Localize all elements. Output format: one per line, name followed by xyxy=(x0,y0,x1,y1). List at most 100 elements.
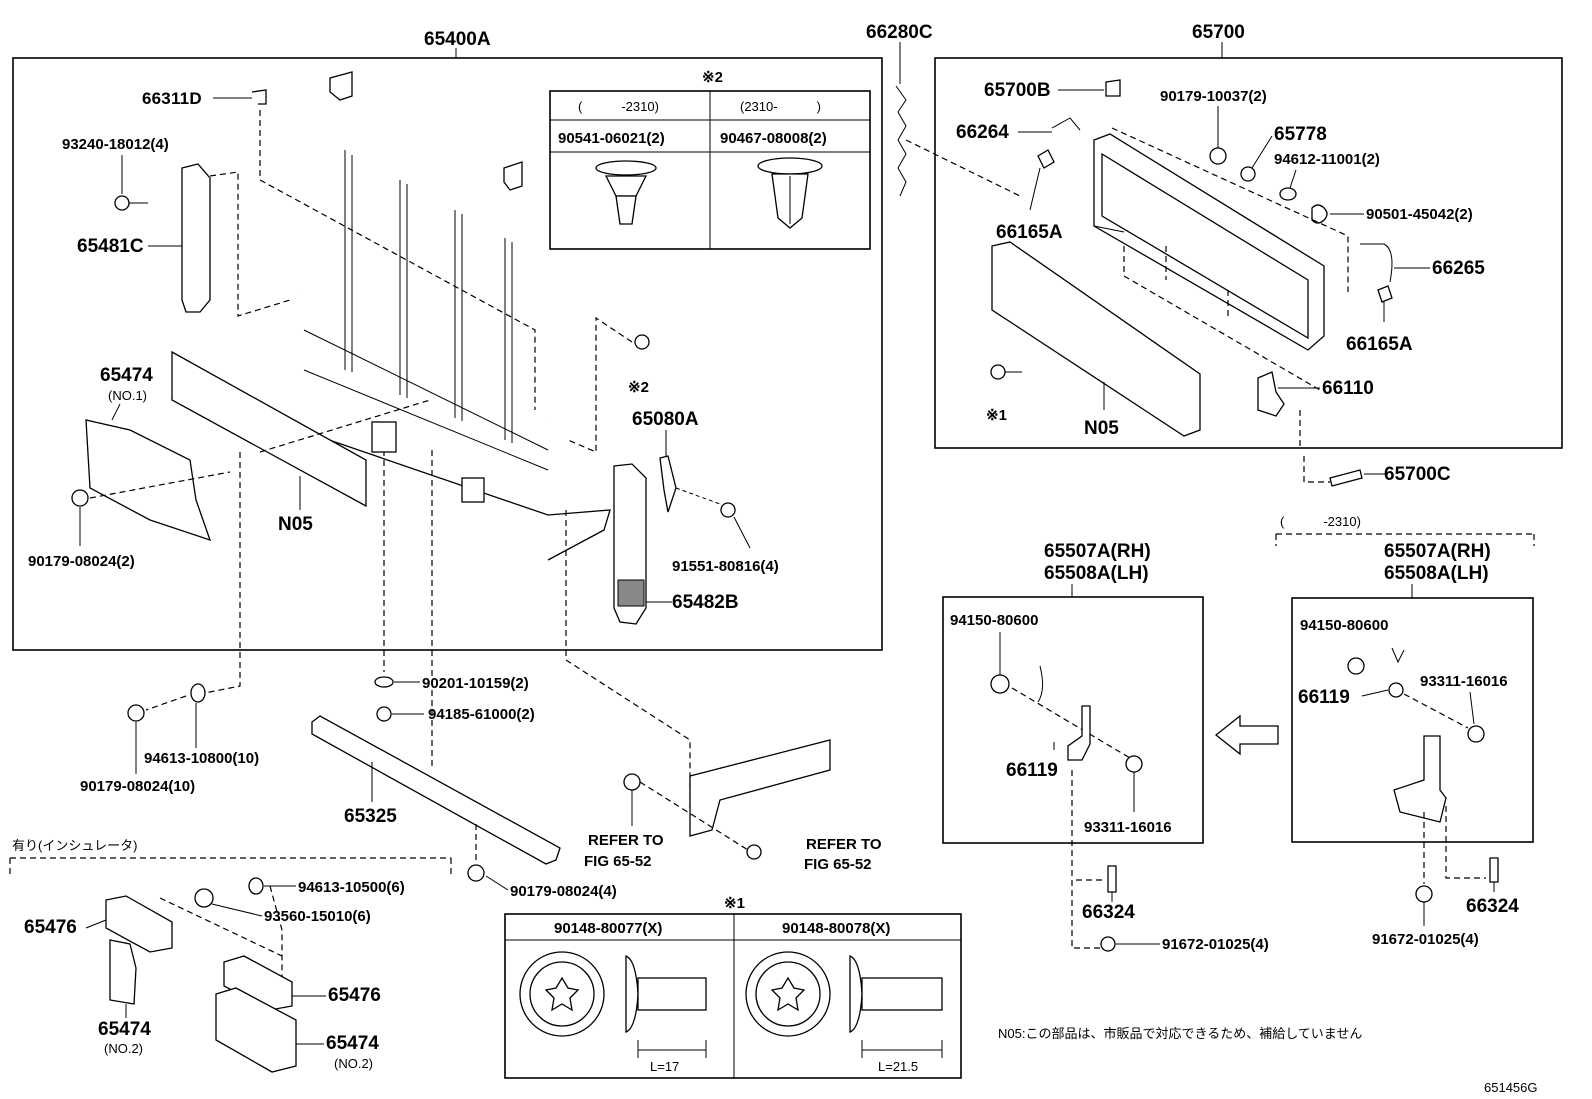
label-90179-10037: 90179-10037(2) xyxy=(1160,88,1267,105)
label-insulator-title: 有り(インシュレータ) xyxy=(12,838,137,853)
panel-n05-left-icon xyxy=(171,350,367,508)
label-94150-a: 94150-80600 xyxy=(950,612,1038,629)
bolt-col2-len: L=21.5 xyxy=(878,1059,918,1074)
pad-65474-icon xyxy=(215,987,297,1073)
label-93240: 93240-18012(4) xyxy=(62,136,169,153)
bushing-icon xyxy=(1240,166,1256,182)
label-93311-a: 93311-16016 xyxy=(1084,819,1172,836)
tailgate-box xyxy=(934,57,1563,449)
headboard-frame xyxy=(297,136,611,561)
bolt-col1-len: L=17 xyxy=(650,1059,679,1074)
label-refer1-line2: FIG 65-52 xyxy=(584,853,652,870)
label-hinge2-range: ( -2310) xyxy=(1280,514,1361,529)
label-90201: 90201-10159(2) xyxy=(422,675,529,692)
label-hinge2-rh: 65507A(RH) xyxy=(1384,541,1491,562)
label-91551: 91551-80816(4) xyxy=(672,558,779,575)
label-hinge-lh: 65508A(LH) xyxy=(1044,563,1149,584)
tailgate-frame xyxy=(1093,133,1325,351)
label-66119-a: 66119 xyxy=(1006,760,1058,781)
label-66110: 66110 xyxy=(1322,378,1374,399)
label-65778: 65778 xyxy=(1274,124,1327,145)
label-n05-left: N05 xyxy=(278,514,313,535)
label-65325: 65325 xyxy=(344,806,397,827)
mount-bracket-icon xyxy=(371,421,397,453)
washer-icon xyxy=(1279,187,1297,201)
label-66264: 66264 xyxy=(956,122,1009,143)
nut-icon xyxy=(71,489,89,507)
label-hinge-rh: 65507A(RH) xyxy=(1044,541,1151,562)
bracket-icon xyxy=(503,161,523,191)
pad-65476-icon xyxy=(105,895,173,953)
pin-icon xyxy=(1037,665,1044,703)
mount-bracket-icon xyxy=(461,477,485,503)
label-refer1-line1: REFER TO xyxy=(588,832,664,849)
hook-65080A-icon xyxy=(659,455,677,513)
label-65476-a: 65476 xyxy=(24,917,77,938)
label-hinge2-lh: 65508A(LH) xyxy=(1384,563,1489,584)
label-66165A-2: 66165A xyxy=(1346,334,1413,355)
clip-col1-range: ( -2310) xyxy=(578,99,659,114)
label-66119-b: 66119 xyxy=(1298,687,1350,708)
label-65700B: 65700B xyxy=(984,80,1051,101)
clip-table: ※2 ( -2310) (2310- ) 90541-06021(2) 9046… xyxy=(549,69,871,250)
label-66265: 66265 xyxy=(1432,258,1485,279)
note-n05: N05:この部品は、市販品で対応できるため、補給していません xyxy=(998,1026,1362,1041)
label-65474-no1: 65474 xyxy=(100,365,153,386)
bolt-icon xyxy=(720,502,736,518)
pin-icon xyxy=(1391,647,1405,664)
screw-icon xyxy=(114,195,130,211)
label-66165A-1: 66165A xyxy=(996,222,1063,243)
label-66311D: 66311D xyxy=(142,89,202,108)
push-clip-icon xyxy=(595,160,657,225)
clip-col1-part: 90541-06021(2) xyxy=(558,130,665,147)
label-93560: 93560-15010(6) xyxy=(264,908,371,925)
bolt-icon xyxy=(1107,865,1117,893)
bolt-table-mark: ※1 xyxy=(724,895,745,912)
insulator-65474-icon xyxy=(85,419,212,542)
hinge-box-left xyxy=(942,596,1204,844)
label-65482B: 65482B xyxy=(672,592,739,613)
sleeve-66165A-icon xyxy=(1037,149,1055,169)
label-94613-10500: 94613-10500(6) xyxy=(298,879,405,896)
bolt-icon xyxy=(1467,725,1485,743)
panel-n05-right-icon xyxy=(991,241,1201,437)
bolt-icon xyxy=(1100,936,1116,952)
cap-65700B-icon xyxy=(1105,79,1121,97)
rail-65325-icon xyxy=(311,715,561,865)
bolt-65700C-icon xyxy=(1329,469,1363,487)
spring-icon xyxy=(1311,204,1328,224)
nut-icon xyxy=(1347,657,1365,675)
hinge-66110-icon xyxy=(1257,371,1285,417)
bolt-side-icon xyxy=(849,955,943,1058)
washer-icon xyxy=(248,877,264,895)
bolt-table: ※1 90148-80077(X) 90148-80078(X) L=17 xyxy=(504,895,962,1079)
washer-icon xyxy=(1388,682,1404,698)
label-65481C: 65481C xyxy=(77,236,144,257)
label-main-assembly: 65400A xyxy=(424,29,491,50)
label-65476-b: 65476 xyxy=(328,985,381,1006)
clip-col2-range: (2310- ) xyxy=(740,99,821,114)
label-94150-b: 94150-80600 xyxy=(1300,617,1388,634)
nut-icon xyxy=(990,674,1010,694)
washer-icon xyxy=(190,683,206,703)
nut-icon xyxy=(127,704,145,722)
pad-65474-icon xyxy=(109,939,137,1005)
label-66324-a: 66324 xyxy=(1082,902,1135,923)
bolt-side-icon xyxy=(625,955,707,1058)
label-93311-b: 93311-16016 xyxy=(1420,673,1508,690)
label-90501: 90501-45042(2) xyxy=(1366,206,1473,223)
label-65080A: 65080A xyxy=(632,409,699,430)
label-n05-right: N05 xyxy=(1084,418,1119,439)
label-65474-b-no2: (NO.2) xyxy=(334,1056,373,1071)
bolt-col2-part: 90148-80078(X) xyxy=(782,920,890,937)
label-65700C: 65700C xyxy=(1384,464,1451,485)
side-bracket-65481C-icon xyxy=(181,163,211,313)
nut-icon xyxy=(194,888,214,908)
frame-stub-icon xyxy=(689,739,831,837)
clip-icon xyxy=(634,334,650,350)
torx-bolt-icon xyxy=(519,951,605,1037)
bolt-icon xyxy=(990,364,1006,380)
label-65474-no1-sub: (NO.1) xyxy=(108,388,147,403)
label-94185: 94185-61000(2) xyxy=(428,706,535,723)
